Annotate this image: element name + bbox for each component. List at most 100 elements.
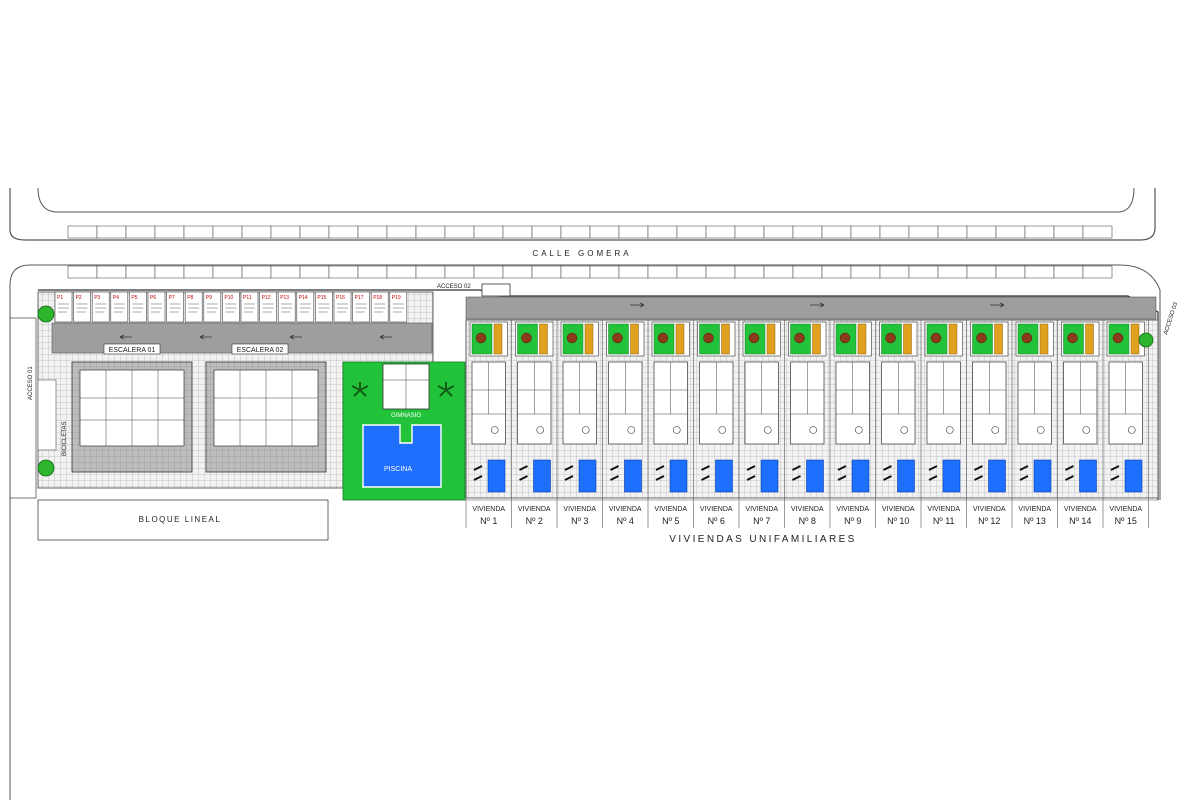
sunbed-icon [655,465,665,481]
house-label: VIVIENDA Nº 4 [609,506,642,526]
parking-space[interactable]: P1 [54,291,73,323]
house-plot[interactable] [556,320,599,528]
parking-arrows-left [119,334,392,340]
house-plot[interactable] [693,320,736,528]
building-escalera-01: ESCALERA 01 [71,343,193,473]
house-word: VIVIENDA [609,506,642,513]
tree-icon [657,332,669,344]
direction-arrow-icon [990,302,1005,308]
viviendas-label: VIVIENDAS UNIFAMILIARES [669,534,856,545]
parking-space[interactable]: P3 [91,291,110,323]
house-plot[interactable] [511,320,554,528]
house-plot[interactable] [784,320,827,528]
parking-space[interactable]: P17 [352,291,370,323]
house-word: VIVIENDA [1064,506,1097,513]
house-pool [669,459,688,493]
sunbed-icon [837,465,847,481]
sidewalk-slab [734,265,765,279]
house-plot[interactable] [1102,320,1145,528]
sunbed-icon [610,465,619,481]
house-pool [806,459,824,493]
palm-tree-icon [437,382,455,397]
sidewalk-slab [531,265,562,279]
house-pool [988,459,1006,493]
tree-nw [37,305,55,477]
tree-icon [703,332,714,344]
house-pergola [1039,323,1049,355]
house-plot[interactable] [602,320,645,528]
parking-space-label: P8 [187,295,193,301]
house-plot[interactable] [465,320,508,528]
parking-space-label: P18 [373,295,382,301]
parking-space[interactable]: P16 [333,291,352,323]
house-plot[interactable] [647,320,690,528]
house-plot[interactable] [920,320,963,528]
parking-space-label: P1 [57,295,63,301]
sidewalk-slab [386,225,417,239]
sidewalk-slab [792,265,823,279]
parking-space[interactable]: P14 [296,291,315,323]
house-plot[interactable] [1057,320,1100,528]
parking-space[interactable]: P9 [203,291,222,323]
parking-space[interactable]: P13 [277,291,296,323]
parking-space-label: P19 [392,295,401,301]
sidewalk-slab [415,265,446,279]
parking-space[interactable]: P7 [166,291,184,323]
parking-space[interactable]: P5 [129,291,147,323]
house-fixture [763,426,772,434]
parking-space[interactable]: P10 [222,291,240,323]
parking-space[interactable]: P15 [315,291,333,323]
house-plot[interactable] [829,320,872,528]
house-fixture [581,426,590,434]
parking-space[interactable]: P2 [73,291,91,323]
sidewalk-slab [96,225,127,239]
parking-space[interactable]: P11 [240,291,259,323]
pool-shape[interactable] [362,424,442,488]
tree-icon [475,332,487,344]
sidewalk-slab [183,265,214,279]
house-pergola [994,323,1003,355]
parking-space[interactable]: P12 [259,291,277,323]
house-plot[interactable] [875,320,918,528]
parking-space-label: P5 [131,295,137,301]
sidewalk-slab [444,265,475,279]
sidewalk-slab [589,225,620,239]
sidewalk-slab [647,265,678,279]
house-fixture [1127,426,1136,434]
sidewalk-bottom [67,265,1113,279]
house-pool [942,459,961,493]
parking-space[interactable]: P19 [389,291,408,323]
house-fixture [536,426,545,434]
sunbed-icon [1065,465,1074,481]
parking-space[interactable]: P6 [147,291,166,323]
house-plot[interactable] [966,320,1009,528]
sidewalk-slab [212,225,243,239]
house-word: VIVIENDA [973,506,1006,513]
sidewalk-slab [241,225,272,239]
sidewalk-slab [995,225,1026,239]
parking-space[interactable]: P4 [110,291,129,323]
house-plot[interactable] [738,320,781,528]
house-number: Nº 9 [844,516,861,526]
access-02-gate[interactable] [481,283,511,297]
house-fixture [809,426,818,434]
street-name: CALLE GOMERA [532,249,631,258]
house-fixture [991,426,1000,434]
tree-icon [885,332,896,344]
parking-space[interactable]: P8 [184,291,203,323]
sidewalk-slab [299,225,330,239]
parking-space[interactable]: P18 [370,291,389,323]
house-plot[interactable] [1011,320,1054,528]
sidewalk-slab [502,265,533,279]
sidewalk-slab [763,265,794,279]
house-number: Nº 4 [617,516,634,526]
